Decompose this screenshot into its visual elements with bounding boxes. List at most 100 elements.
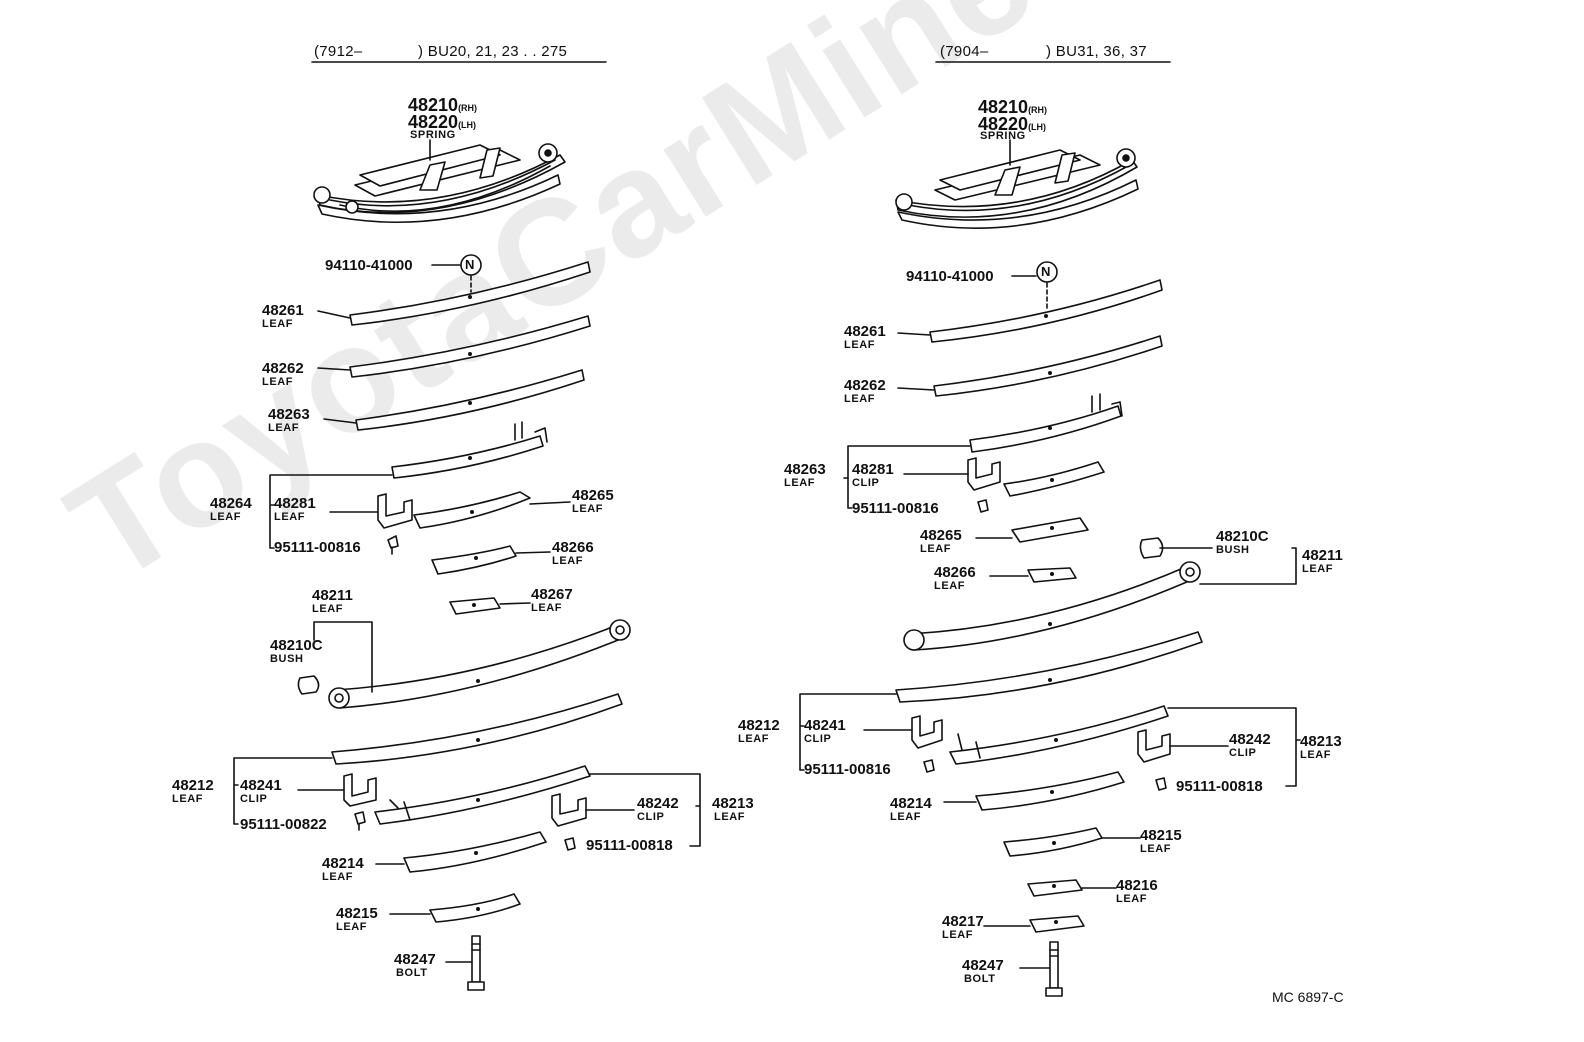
name-48266-right: LEAF [934,580,966,592]
bush-48210c-left [297,675,320,695]
name-48210c-left: BUSH [270,653,304,665]
name-48214-left: LEAF [322,871,354,883]
label-48247-right: 48247 [962,957,1004,974]
bolt-48247-right [1045,941,1063,997]
name-48261-right: LEAF [844,339,876,351]
name-48266-left: LEAF [552,555,584,567]
label-48220-right: 48220(LH) [978,114,1047,134]
name-48210c-right: BUSH [1216,544,1250,556]
label-95111-00816b-right: 95111-00816 [804,761,891,778]
name-48241-right: CLIP [804,733,832,745]
leaf-48265a-right [1003,461,1105,497]
label-48267-left: 48267 [531,586,573,603]
label-48264-left: 48264 [210,495,252,512]
bush-48210c-right [1139,537,1164,559]
spring-assembly-right [895,139,1139,229]
name-48211-right: LEAF [1302,563,1334,575]
label-48265-right: 48265 [920,527,962,544]
n-mark-left: N [465,257,475,272]
leaf-48266-left [431,545,517,575]
name-48211-left: LEAF [312,603,344,615]
name-48213-right: LEAF [1300,749,1332,761]
leaf-48262-right [933,335,1163,397]
clip-48281-left [377,493,413,529]
clip-48242-right [1137,729,1171,763]
label-48242-right: 48242 [1229,731,1271,748]
label-48263-right: 48263 [784,461,826,478]
leaf-48265-right [1011,517,1089,543]
name-48217-right: LEAF [942,929,974,941]
name-48216-right: LEAF [1116,893,1148,905]
label-48216-right: 48216 [1116,877,1158,894]
name-48247-left: BOLT [396,967,428,979]
label-48210c-right: 48210C [1216,528,1269,545]
label-48213-left: 48213 [712,795,754,812]
leaf-48213-right [949,705,1169,765]
label-94110-left: 94110-41000 [325,257,413,274]
label-48266-right: 48266 [934,564,976,581]
label-48261-right: 48261 [844,323,886,340]
header-right-a: (7904– [940,43,989,60]
label-spring-left: SPRING [410,129,456,141]
name-48265-right: LEAF [920,543,952,555]
name-48247-right: BOLT [964,973,996,985]
label-48265-left: 48265 [572,487,614,504]
leaf-48212-right [895,631,1203,703]
label-48247-left: 48247 [394,951,436,968]
name-48242-right: CLIP [1229,747,1257,759]
label-95111-00818-left: 95111-00818 [586,837,673,854]
name-48263-right: LEAF [784,477,816,489]
label-48211-left: 48211 [312,587,353,604]
label-48263-left: 48263 [268,406,310,423]
label-48266-left: 48266 [552,539,594,556]
label-48241-right: 48241 [804,717,846,734]
leaf-48264-left [391,435,544,479]
name-48281-right: CLIP [852,477,880,489]
label-48242-left: 48242 [637,795,679,812]
leaf-48216-right [1027,879,1083,897]
name-48263-left: LEAF [268,422,300,434]
label-48281-right: 48281 [852,461,894,478]
leaf-48214-right [975,771,1125,811]
label-48281-left: 48281 [274,495,316,512]
name-48212-right: LEAF [738,733,770,745]
name-48261-left: LEAF [262,318,294,330]
label-95111-00822-left: 95111-00822 [240,816,327,833]
label-48261-left: 48261 [262,302,304,319]
n-mark-circle-right [1036,261,1058,283]
label-48210c-left: 48210C [270,637,323,654]
label-48214-left: 48214 [322,855,364,872]
label-48262-right: 48262 [844,377,886,394]
header-left-a: (7912– [314,43,363,60]
leaf-48263-left [355,369,585,431]
name-48281-left: LEAF [274,511,306,523]
label-48210-right: 48210(RH) [978,97,1048,117]
leaf-48262-left [349,315,591,378]
name-48262-left: LEAF [262,376,294,388]
name-48215-left: LEAF [336,921,368,933]
label-48220-left: 48220(LH) [408,112,477,132]
name-48265-left: LEAF [572,503,604,515]
spring-assembly-left [313,139,566,224]
header-left-b: ) BU20, 21, 23 . . 275 [418,43,568,60]
name-48213-left: LEAF [714,811,746,823]
label-95111-00816-right: 95111-00816 [852,500,939,517]
leaf-48213-left [374,765,591,825]
label-48215-right: 48215 [1140,827,1182,844]
leaf-48212-left [331,693,623,765]
diagram-code: MC 6897-C [1272,989,1344,1005]
label-94110-right: 94110-41000 [906,268,994,285]
label-48212-right: 48212 [738,717,780,734]
name-48215-right: LEAF [1140,843,1172,855]
leaf-48261-right [929,279,1163,343]
clip-48242-left [551,793,587,827]
name-48262-right: LEAF [844,393,876,405]
leaf-48217-right [1029,915,1085,933]
name-48214-right: LEAF [890,811,922,823]
name-48267-left: LEAF [531,602,563,614]
clip-48241-right [911,715,943,749]
leaf-48215-left [429,893,521,923]
